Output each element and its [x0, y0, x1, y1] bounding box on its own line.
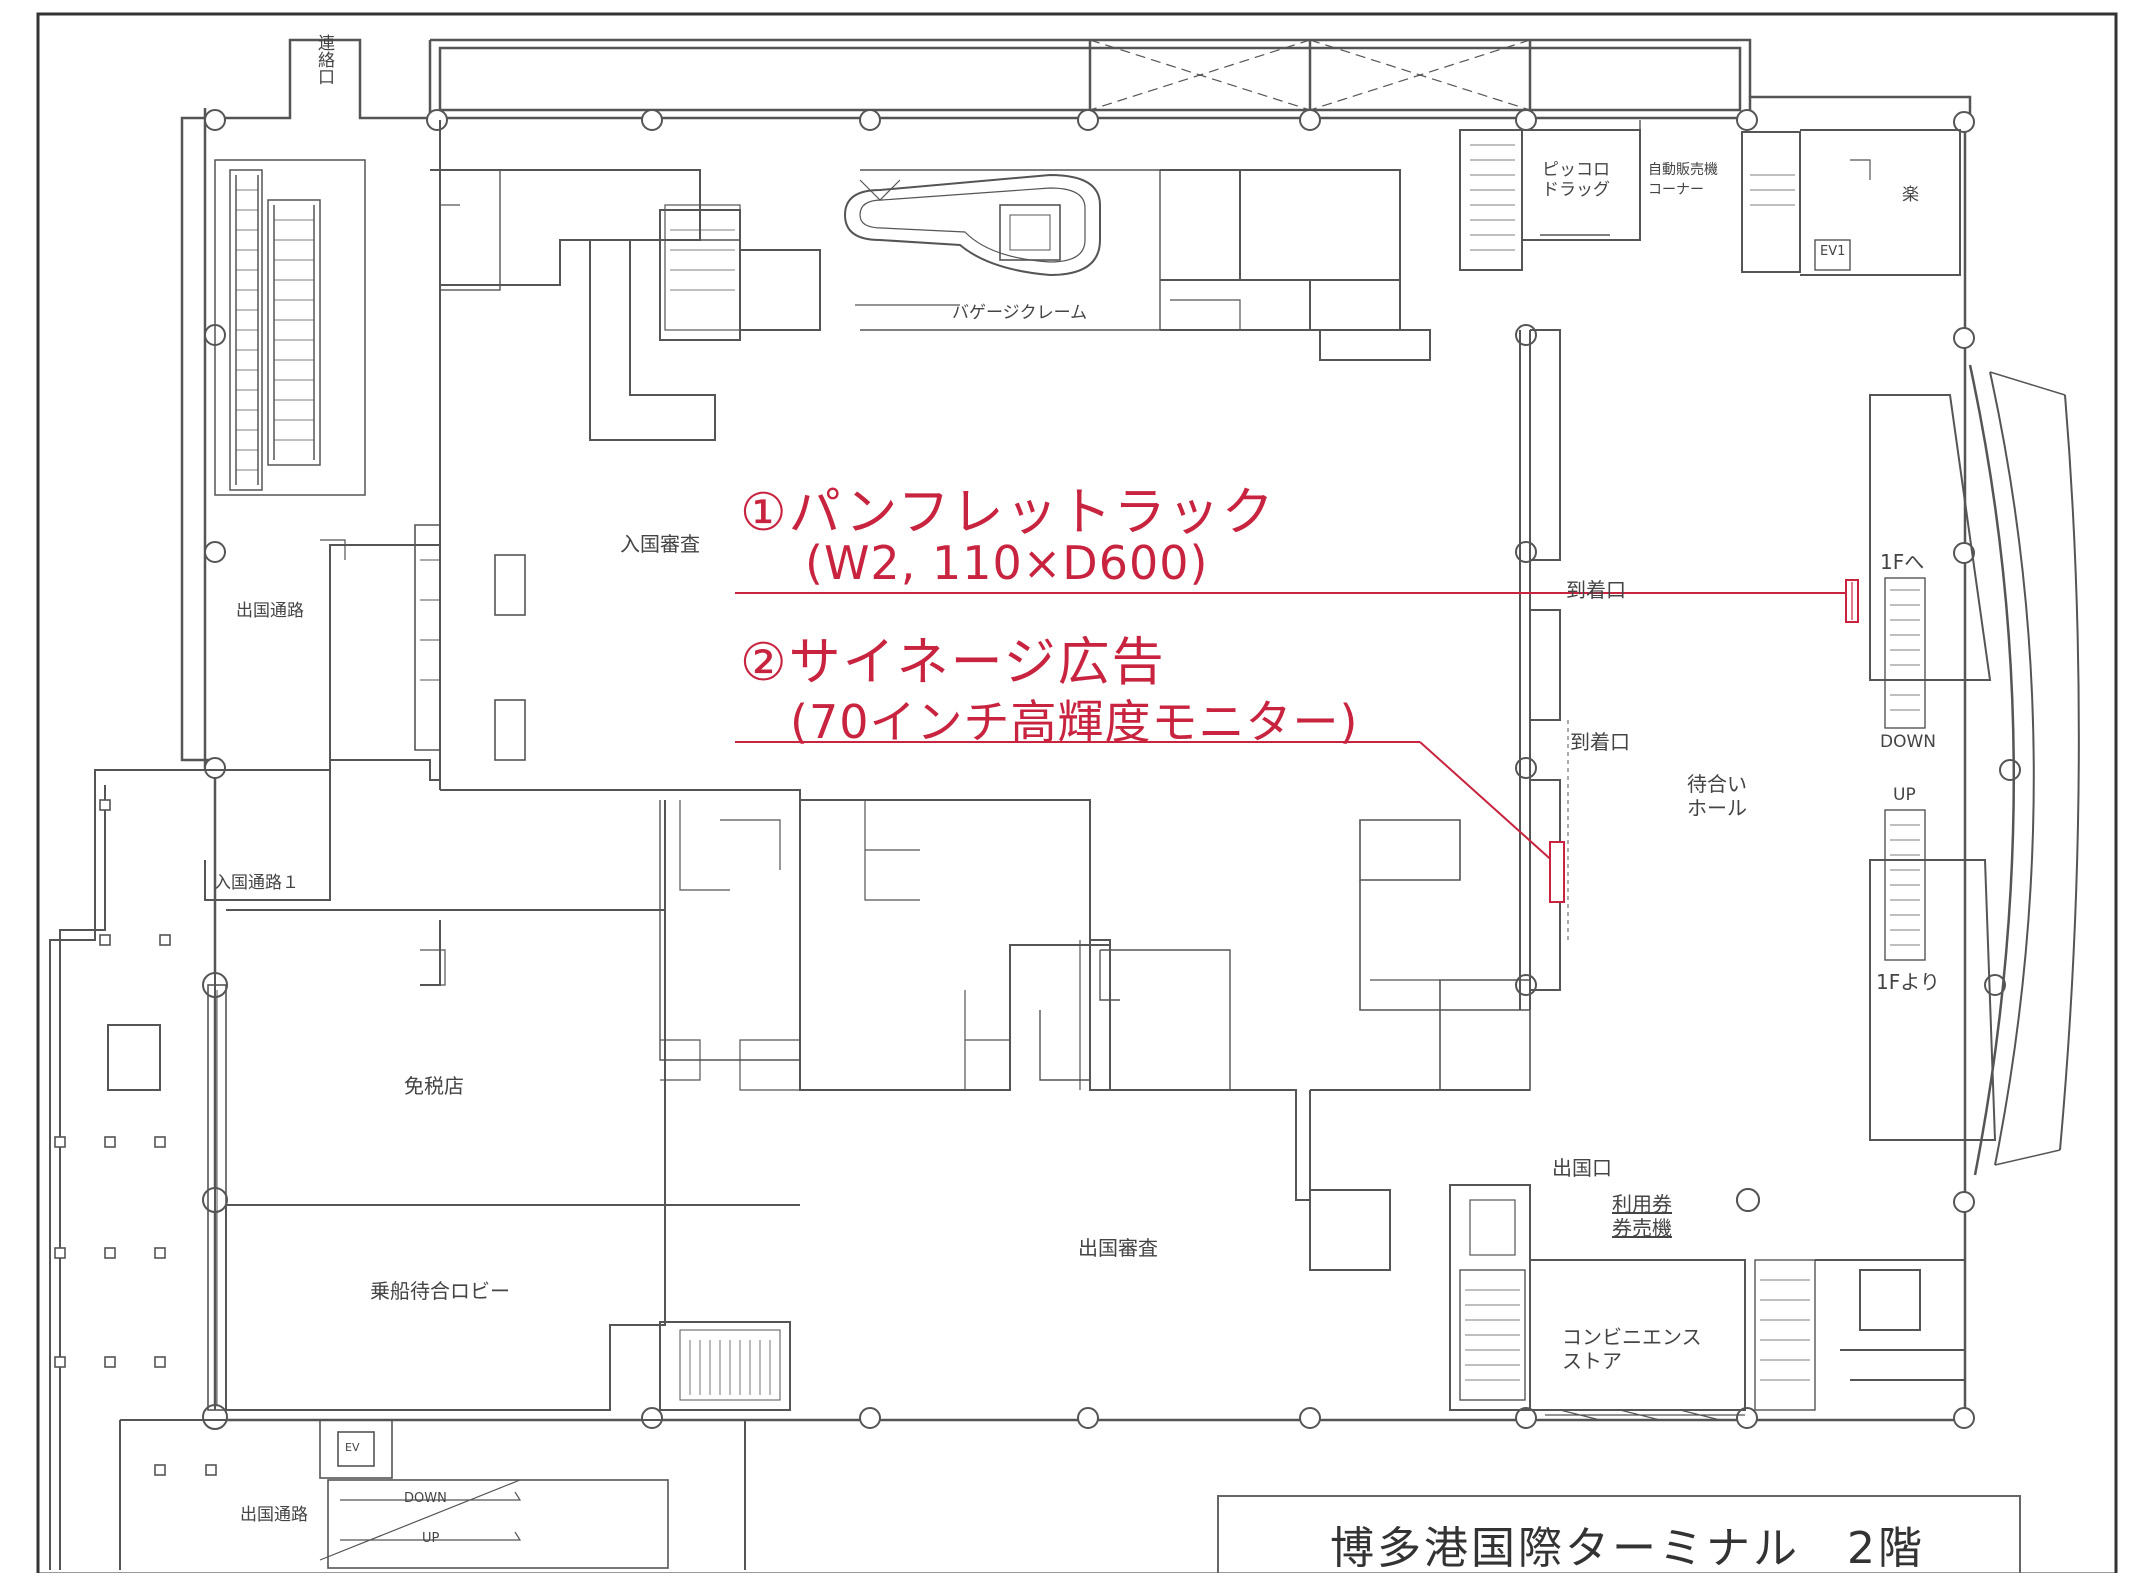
label-to-1f: 1Fへ [1880, 550, 1925, 574]
page-frame [36, 12, 2118, 1573]
label-from-1f: 1Fより [1876, 970, 1940, 994]
annotation-item2-title: ②サイネージ広告 [740, 633, 1166, 693]
map-title: 博多港国際ターミナル 2階 [1330, 1523, 1925, 1574]
baggage-claim-area [430, 169, 1431, 441]
room-label-duty-free: 免税店 [404, 1074, 464, 1098]
room-label-arrival-gate-1: 到着口 [1566, 578, 1626, 602]
room-label-baggage-claim: バゲージクレーム [952, 303, 1088, 323]
room-label-ticket-machine: 利用券 券売機 [1612, 1192, 1672, 1240]
annotation-item2-detail: (70インチ高輝度モニター) [790, 695, 1359, 749]
room-label-northeast: 楽 [1902, 185, 1919, 205]
west-wing-columns [54, 799, 217, 1476]
southeast-rooms [1309, 1090, 1965, 1421]
escalator-down-label: DOWN [404, 1491, 447, 1506]
label-up: UP [1893, 785, 1916, 805]
title-box [1217, 1495, 2021, 1573]
central-offices [659, 800, 1531, 1091]
room-label-departure-passage-bottom: 出国通路 [240, 1505, 308, 1525]
column-waiting-hall [1736, 1188, 1760, 1212]
room-label-entry-passage-1: 入国通路１ [214, 873, 299, 893]
ev1-label: EV1 [1820, 244, 1846, 259]
duty-free-and-lobby [207, 800, 800, 1411]
room-label-arrival-gate-2: 到着口 [1570, 730, 1630, 754]
west-wing [49, 544, 746, 1570]
room-label-vending-corner: 自動販売機 コーナー [1648, 162, 1718, 198]
northeast-rooms [1459, 120, 1961, 276]
annotation-leader-lines [735, 592, 1846, 866]
room-label-boarding-lobby: 乗船待合ロビー [370, 1279, 510, 1303]
room-label-departure-passage-left: 出国通路 [236, 601, 304, 621]
annotation-item1-title: ①パンフレットラック [740, 483, 1276, 543]
escalator-up-label: UP [422, 1531, 440, 1546]
top-entrance-label: 連絡口 [314, 34, 334, 85]
label-down: DOWN [1880, 732, 1936, 752]
room-label-waiting-hall: 待合い ホール [1687, 772, 1747, 820]
annotation-item1-size: (W2, 110×D600) [805, 536, 1209, 590]
signage-monitor-marker [1549, 841, 1565, 903]
room-label-emigration: 出国審査 [1078, 1236, 1158, 1260]
left-escalators [214, 159, 366, 496]
room-label-departure-gate: 出国口 [1552, 1156, 1612, 1180]
outer-walls [180, 38, 1972, 1422]
room-label-immigration: 入国審査 [620, 532, 700, 556]
west-lobby-details [320, 170, 526, 986]
room-label-convenience-store: コンビニエンス ストア [1562, 1325, 1702, 1373]
bottom-escalators [319, 1419, 669, 1569]
room-label-piccolo-drug: ピッコロ ドラッグ [1542, 160, 1610, 200]
ev-bottom-label: EV [345, 1441, 360, 1454]
